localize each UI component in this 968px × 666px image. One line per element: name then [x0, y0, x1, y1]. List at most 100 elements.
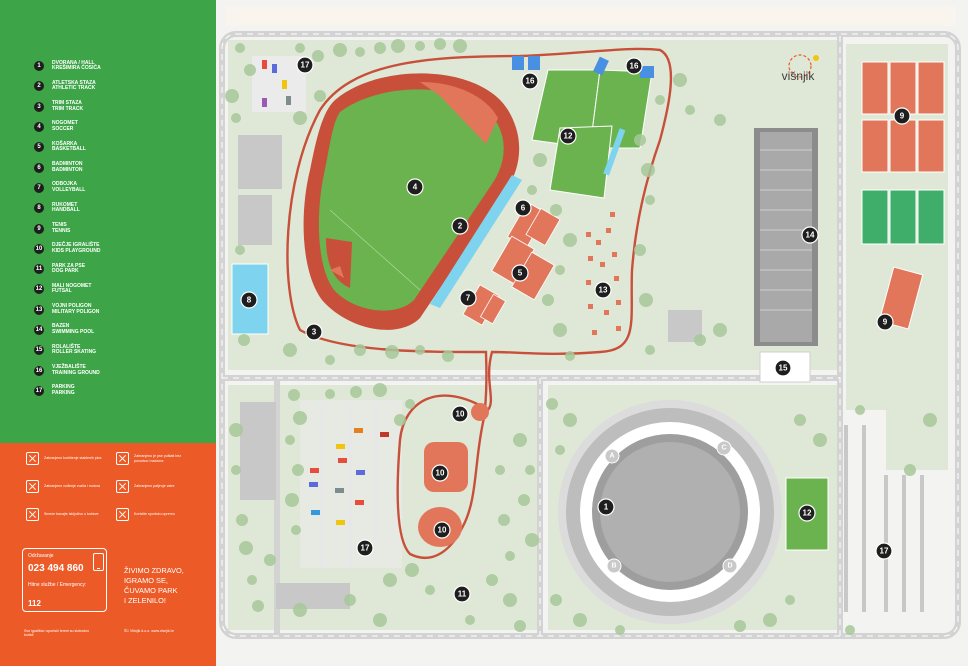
legend-number: 2 [34, 81, 44, 92]
tree [641, 163, 655, 177]
marker-parking[interactable]: 17 [356, 539, 374, 557]
svg-text:10: 10 [438, 526, 447, 535]
legend-number: 4 [34, 122, 44, 133]
phone-icon [93, 553, 104, 571]
svg-text:16: 16 [630, 62, 639, 71]
marker-parking[interactable]: 17 [296, 56, 314, 74]
marker-soccer[interactable]: 4 [406, 178, 424, 196]
rule-item: Smeće bacajte isključivo u koševe [26, 508, 104, 521]
tree [291, 525, 301, 535]
marker-badminton[interactable]: 6 [514, 199, 532, 217]
tree [238, 334, 250, 346]
tree [231, 113, 241, 123]
legend-number: 15 [34, 345, 44, 356]
marker-military-polygon[interactable]: 13 [594, 281, 612, 299]
tree [555, 265, 565, 275]
svg-text:D: D [727, 563, 732, 570]
tree [385, 345, 399, 359]
tree [312, 50, 324, 62]
map-top-strip [226, 6, 956, 26]
marker-dog-park[interactable]: 11 [453, 585, 471, 603]
marker-hall[interactable]: 1 [597, 498, 615, 516]
legend-number: 13 [34, 304, 44, 315]
marker-parking[interactable]: 17 [875, 542, 893, 560]
tennis-courts-hard [861, 189, 945, 245]
tree [555, 445, 565, 455]
legend-label-en: VOLLEYBALL [52, 186, 86, 193]
svg-text:10: 10 [456, 410, 465, 419]
tree [845, 625, 855, 635]
legend-label-en: TRIM TRACK [52, 105, 84, 112]
tree [713, 323, 727, 337]
svg-text:17: 17 [361, 544, 370, 553]
no-dog-icon [116, 452, 129, 465]
marker-trim-track[interactable]: 3 [305, 323, 323, 341]
rule-item: Zabranjeno korištenje staklenih pića [26, 452, 104, 465]
marker-training-ground[interactable]: 16 [521, 72, 539, 90]
marker-futsal[interactable]: 12 [559, 127, 577, 145]
legend-number: 9 [34, 223, 44, 234]
marker-athletic-track[interactable]: 2 [451, 217, 469, 235]
legend-label: ROLALIŠTE [52, 343, 81, 350]
tree [235, 245, 245, 255]
legend-label-en: PARKING [52, 389, 75, 396]
marker-tennis[interactable]: 9 [893, 107, 911, 125]
contact-box: Održavanje 023 494 860 Hitne službe / Em… [22, 548, 107, 612]
tree [373, 613, 387, 627]
marker-kids-playground[interactable]: 10 [451, 405, 469, 423]
svg-text:8: 8 [247, 296, 252, 305]
legend-number: 11 [34, 264, 44, 275]
legend-label: VJEŽBALIŠTE [52, 364, 86, 370]
svg-text:17: 17 [301, 61, 310, 70]
marker-tennis[interactable]: 9 [876, 313, 894, 331]
legend-number: 5 [34, 142, 44, 153]
tree [553, 323, 567, 337]
tree [293, 603, 307, 617]
no-glass-icon [26, 452, 39, 465]
tree [333, 43, 347, 57]
marker-kids-playground[interactable]: 10 [431, 464, 449, 482]
tree [645, 195, 655, 205]
legend-label-en: SOCCER [52, 126, 74, 133]
marker-basketball[interactable]: 5 [511, 264, 529, 282]
legend-number: 14 [34, 325, 44, 335]
svg-text:3: 3 [312, 328, 317, 337]
gate-d: D [722, 558, 738, 574]
marker-roller-skating[interactable]: 15 [774, 359, 792, 377]
legend-number: 17 [34, 385, 44, 396]
marker-volleyball[interactable]: 7 [459, 289, 477, 307]
legend-label-en: MILITARY POLIGON [52, 308, 100, 315]
tree [285, 493, 299, 507]
marker-swimming-pool[interactable]: 14 [801, 226, 819, 244]
marker-kids-playground[interactable]: 10 [433, 521, 451, 539]
svg-text:12: 12 [803, 509, 812, 518]
svg-text:9: 9 [900, 112, 905, 121]
marker-training-ground[interactable]: 16 [625, 57, 643, 75]
visnjik-logo [788, 54, 819, 78]
svg-text:17: 17 [880, 547, 889, 556]
marker-handball[interactable]: 8 [240, 291, 258, 309]
tree [383, 573, 397, 587]
tree [525, 465, 535, 475]
tree [344, 594, 356, 606]
tree [231, 465, 241, 475]
tree [391, 39, 405, 53]
rule-text: Smeće bacajte isključivo u koševe [44, 512, 99, 517]
svg-text:5: 5 [518, 269, 523, 278]
legend-label-en: TRAINING GROUND [52, 369, 100, 376]
tree [293, 411, 307, 425]
tree [288, 389, 300, 401]
tree [685, 105, 695, 115]
tree [550, 204, 562, 216]
tree [785, 595, 795, 605]
park-map[interactable]: višnjik A B C D 1 2 3 4 5 6 7 8 9 9 10 1… [216, 0, 968, 666]
emergency-phone: 112 [28, 599, 41, 608]
marker-futsal[interactable]: 12 [798, 504, 816, 522]
tree [264, 554, 276, 566]
